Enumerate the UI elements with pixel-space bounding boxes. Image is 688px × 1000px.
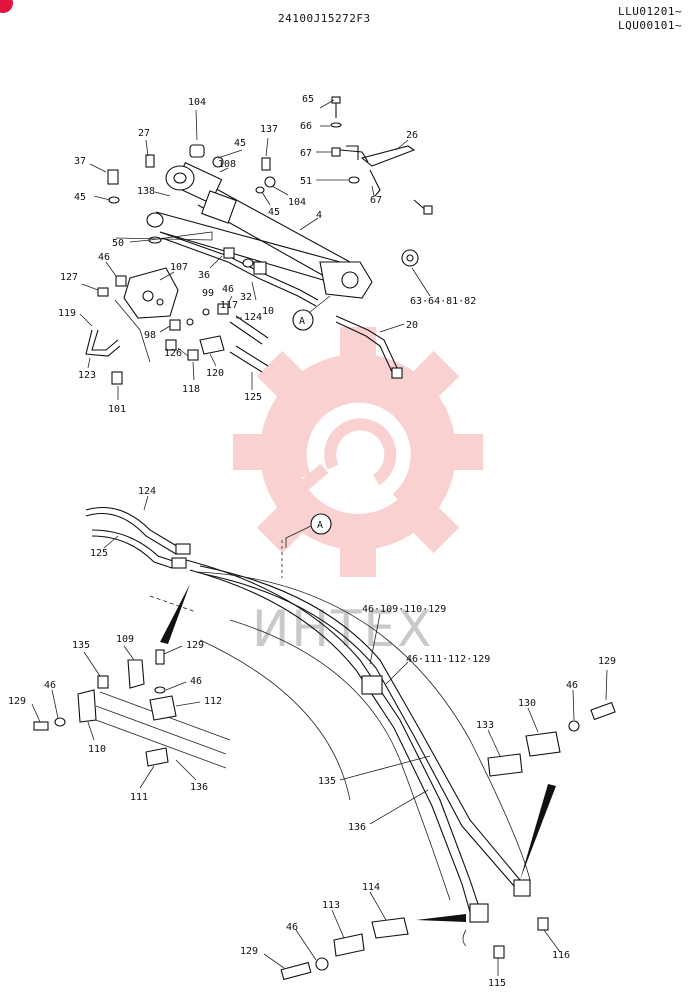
- pipe-123: [85, 329, 123, 385]
- label-118: 118: [182, 384, 200, 395]
- lower-part-labels: 124 125 46·109·110·129 46·111·112·129 13…: [8, 486, 616, 989]
- label-67-lower: 67: [370, 195, 382, 206]
- pointer-wedges: [160, 584, 556, 922]
- label-51: 51: [300, 176, 312, 187]
- label-124: 124: [244, 312, 262, 323]
- label-32: 32: [240, 292, 252, 303]
- label-99: 99: [202, 288, 214, 299]
- corner-badge: [0, 0, 13, 13]
- label-135: 135: [318, 776, 336, 787]
- label-10: 10: [262, 306, 274, 317]
- callout-a-lower: A: [285, 513, 332, 548]
- serial-range-2: LQU00101~: [618, 19, 683, 32]
- label-125-lower: 125: [90, 548, 108, 559]
- label-123: 123: [78, 370, 96, 381]
- label-129-inset: 129: [186, 640, 204, 651]
- label-125: 125: [244, 392, 262, 403]
- label-45-left: 45: [74, 192, 86, 203]
- lever-26: [360, 145, 433, 215]
- label-46-right: 46: [566, 680, 578, 691]
- detail-clamp-inset: [33, 649, 231, 769]
- label-107: 107: [170, 262, 188, 273]
- label-115: 115: [488, 978, 506, 989]
- boom-outline: [149, 540, 531, 901]
- upper-leader-lines: [79, 99, 431, 400]
- label-37: 37: [74, 156, 86, 167]
- label-20: 20: [406, 320, 418, 331]
- label-4: 4: [316, 210, 322, 221]
- label-36: 36: [198, 270, 210, 281]
- label-67: 67: [300, 148, 312, 159]
- label-116: 116: [552, 950, 570, 961]
- label-104: 104: [188, 97, 206, 108]
- label-124-lower: 124: [138, 486, 156, 497]
- label-129-right: 129: [598, 656, 616, 667]
- svg-text:A: A: [299, 316, 305, 327]
- label-63-64-81-82: 63·64·81·82: [410, 296, 476, 307]
- label-65: 65: [302, 94, 314, 105]
- hydraulic-cylinder: [155, 162, 373, 299]
- label-137: 137: [260, 124, 278, 135]
- svg-text:A: A: [317, 520, 323, 531]
- drawing-code: 24100J15272F3: [278, 12, 371, 25]
- label-46: 46: [98, 252, 110, 263]
- label-138: 138: [137, 186, 155, 197]
- label-98: 98: [144, 330, 156, 341]
- label-120: 120: [206, 368, 224, 379]
- label-111: 111: [130, 792, 148, 803]
- label-108: 108: [218, 159, 236, 170]
- hoses-124-125-lower: [85, 506, 191, 569]
- label-46-bottom: 46: [286, 922, 298, 933]
- label-133: 133: [476, 720, 494, 731]
- tubes-135-136: [185, 559, 531, 923]
- label-104-right: 104: [288, 197, 306, 208]
- label-129-bottom: 129: [240, 946, 258, 957]
- label-136-inset: 136: [190, 782, 208, 793]
- label-66: 66: [300, 121, 312, 132]
- label-27: 27: [138, 128, 150, 139]
- watermark-gear-logo: [233, 327, 483, 577]
- label-50: 50: [112, 238, 124, 249]
- label-46-111-112-129: 46·111·112·129: [406, 654, 490, 665]
- label-113: 113: [322, 900, 340, 911]
- label-114: 114: [362, 882, 380, 893]
- tee-fittings-118-120: [165, 335, 225, 361]
- label-110: 110: [88, 744, 106, 755]
- label-46-inset: 46: [190, 676, 202, 687]
- bolt-stack-65-66-67: [330, 96, 369, 184]
- serial-range-1: LLU01201~: [618, 5, 683, 18]
- lower-leader-lines: [31, 495, 608, 976]
- label-119: 119: [58, 308, 76, 319]
- label-117: 117: [220, 300, 238, 311]
- callout-a-upper: A: [292, 295, 331, 331]
- label-45-right: 45: [268, 207, 280, 218]
- label-135-inset: 135: [72, 640, 90, 651]
- right-clamps: [487, 701, 616, 777]
- valve-block-107: [97, 231, 213, 363]
- fittings-cluster: [169, 247, 267, 331]
- upper-part-labels: 65 66 67 26 51 67 104 27 45 137 108 37 1…: [58, 94, 476, 415]
- label-101: 101: [108, 404, 126, 415]
- label-26: 26: [406, 130, 418, 141]
- label-46-109-110-129: 46·109·110·129: [362, 604, 446, 615]
- label-109: 109: [116, 634, 134, 645]
- label-130: 130: [518, 698, 536, 709]
- washer-and-hose-20: [335, 249, 419, 379]
- label-45: 45: [234, 138, 246, 149]
- label-46-mid: 46: [222, 284, 234, 295]
- label-112: 112: [204, 696, 222, 707]
- label-126: 126: [164, 348, 182, 359]
- label-127: 127: [60, 272, 78, 283]
- label-46-left: 46: [44, 680, 56, 691]
- bottom-clamps: [280, 917, 549, 981]
- hoses-124-125-upper: [229, 315, 269, 373]
- label-136: 136: [348, 822, 366, 833]
- label-129-left: 129: [8, 696, 26, 707]
- upper-small-parts: [107, 144, 276, 244]
